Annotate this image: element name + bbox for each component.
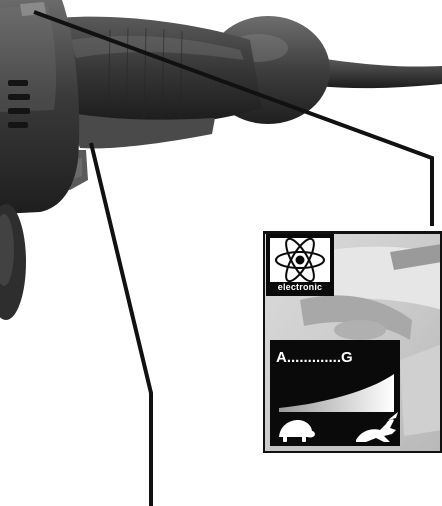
speed-range-label: A.............G [276, 349, 398, 366]
electronic-label: electronic [268, 282, 332, 292]
